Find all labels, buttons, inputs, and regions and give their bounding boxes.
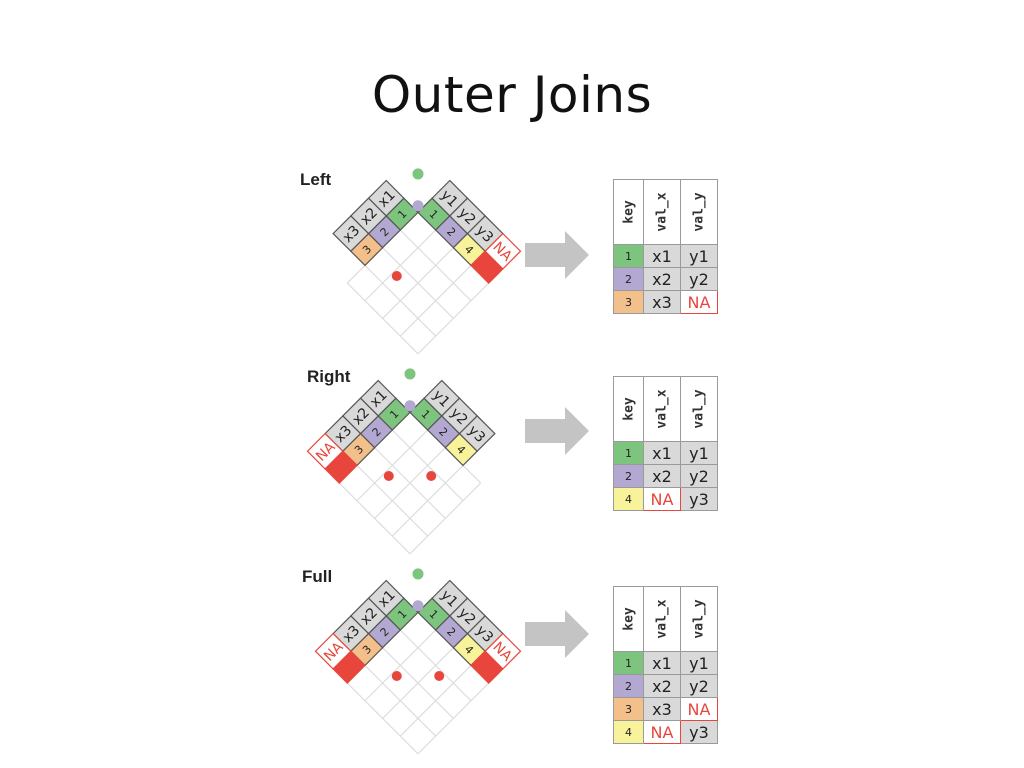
- na-cell: NA: [680, 697, 718, 721]
- na-value-cell: [484, 232, 522, 270]
- arrow-icon: [525, 610, 589, 658]
- value-cell: x1: [643, 651, 681, 675]
- na-cell: NA: [643, 487, 681, 511]
- na-cell: NA: [680, 290, 718, 314]
- column-header: val_x: [643, 586, 681, 652]
- panel-label-right: Right: [307, 367, 351, 386]
- match-dot-1: [404, 368, 416, 380]
- value-cell: x1: [643, 244, 681, 268]
- column-header: key: [613, 179, 644, 245]
- na-value-cell: [314, 632, 352, 670]
- key-cell: 1: [613, 441, 644, 465]
- arrow-icon: [525, 231, 589, 279]
- match-dot-1: [412, 568, 424, 580]
- column-header: val_x: [643, 376, 681, 442]
- key-cell: 3: [613, 290, 644, 314]
- value-cell: x2: [643, 464, 681, 488]
- value-cell: x2: [643, 267, 681, 291]
- unmatched-dot: [383, 470, 394, 481]
- key-cell: 2: [613, 464, 644, 488]
- key-cell: 2: [613, 267, 644, 291]
- value-cell: [458, 415, 496, 453]
- na-value-cell: [484, 632, 522, 670]
- unmatched-dot: [426, 470, 437, 481]
- match-dot-2: [412, 200, 424, 212]
- value-cell: y2: [680, 267, 718, 291]
- key-cell: 1: [613, 244, 644, 268]
- column-header: val_y: [680, 586, 718, 652]
- key-cell: 2: [613, 674, 644, 698]
- key-cell: 4: [613, 487, 644, 511]
- column-header: key: [613, 376, 644, 442]
- key-cell: 4: [613, 720, 644, 744]
- column-header: key: [613, 586, 644, 652]
- match-dot-2: [404, 400, 416, 412]
- value-cell: y3: [680, 720, 718, 744]
- arrow-icon: [525, 407, 589, 455]
- value-cell: x3: [643, 697, 681, 721]
- panel-label-left: Left: [300, 170, 332, 189]
- value-cell: [332, 215, 370, 253]
- match-dot-2: [412, 600, 424, 612]
- value-cell: y2: [680, 464, 718, 488]
- value-cell: x1: [643, 441, 681, 465]
- value-cell: y2: [680, 674, 718, 698]
- panel-label-full: Full: [302, 567, 333, 586]
- value-cell: y1: [680, 441, 718, 465]
- unmatched-dot: [391, 270, 402, 281]
- key-cell: 1: [613, 651, 644, 675]
- value-cell: x2: [643, 674, 681, 698]
- value-cell: y3: [680, 487, 718, 511]
- na-cell: NA: [643, 720, 681, 744]
- slide-title: Outer Joins: [371, 66, 653, 124]
- value-cell: y1: [680, 244, 718, 268]
- match-dot-1: [412, 168, 424, 180]
- key-cell: 3: [613, 697, 644, 721]
- value-cell: y1: [680, 651, 718, 675]
- column-header: val_x: [643, 179, 681, 245]
- value-cell: x3: [643, 290, 681, 314]
- na-value-cell: [306, 432, 344, 470]
- column-header: val_y: [680, 179, 718, 245]
- unmatched-dot: [434, 670, 445, 681]
- unmatched-dot: [391, 670, 402, 681]
- column-header: val_y: [680, 376, 718, 442]
